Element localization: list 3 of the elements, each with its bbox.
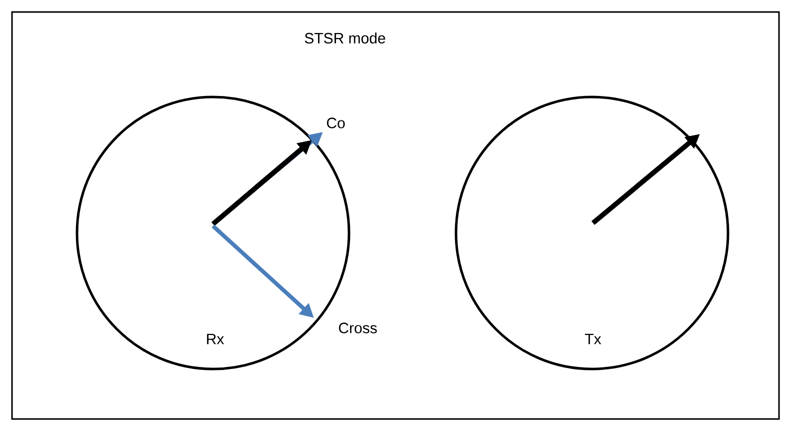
arrow-label: Cross xyxy=(338,322,377,334)
title: STSR mode xyxy=(304,32,386,44)
arrow-label: Co xyxy=(326,118,345,128)
